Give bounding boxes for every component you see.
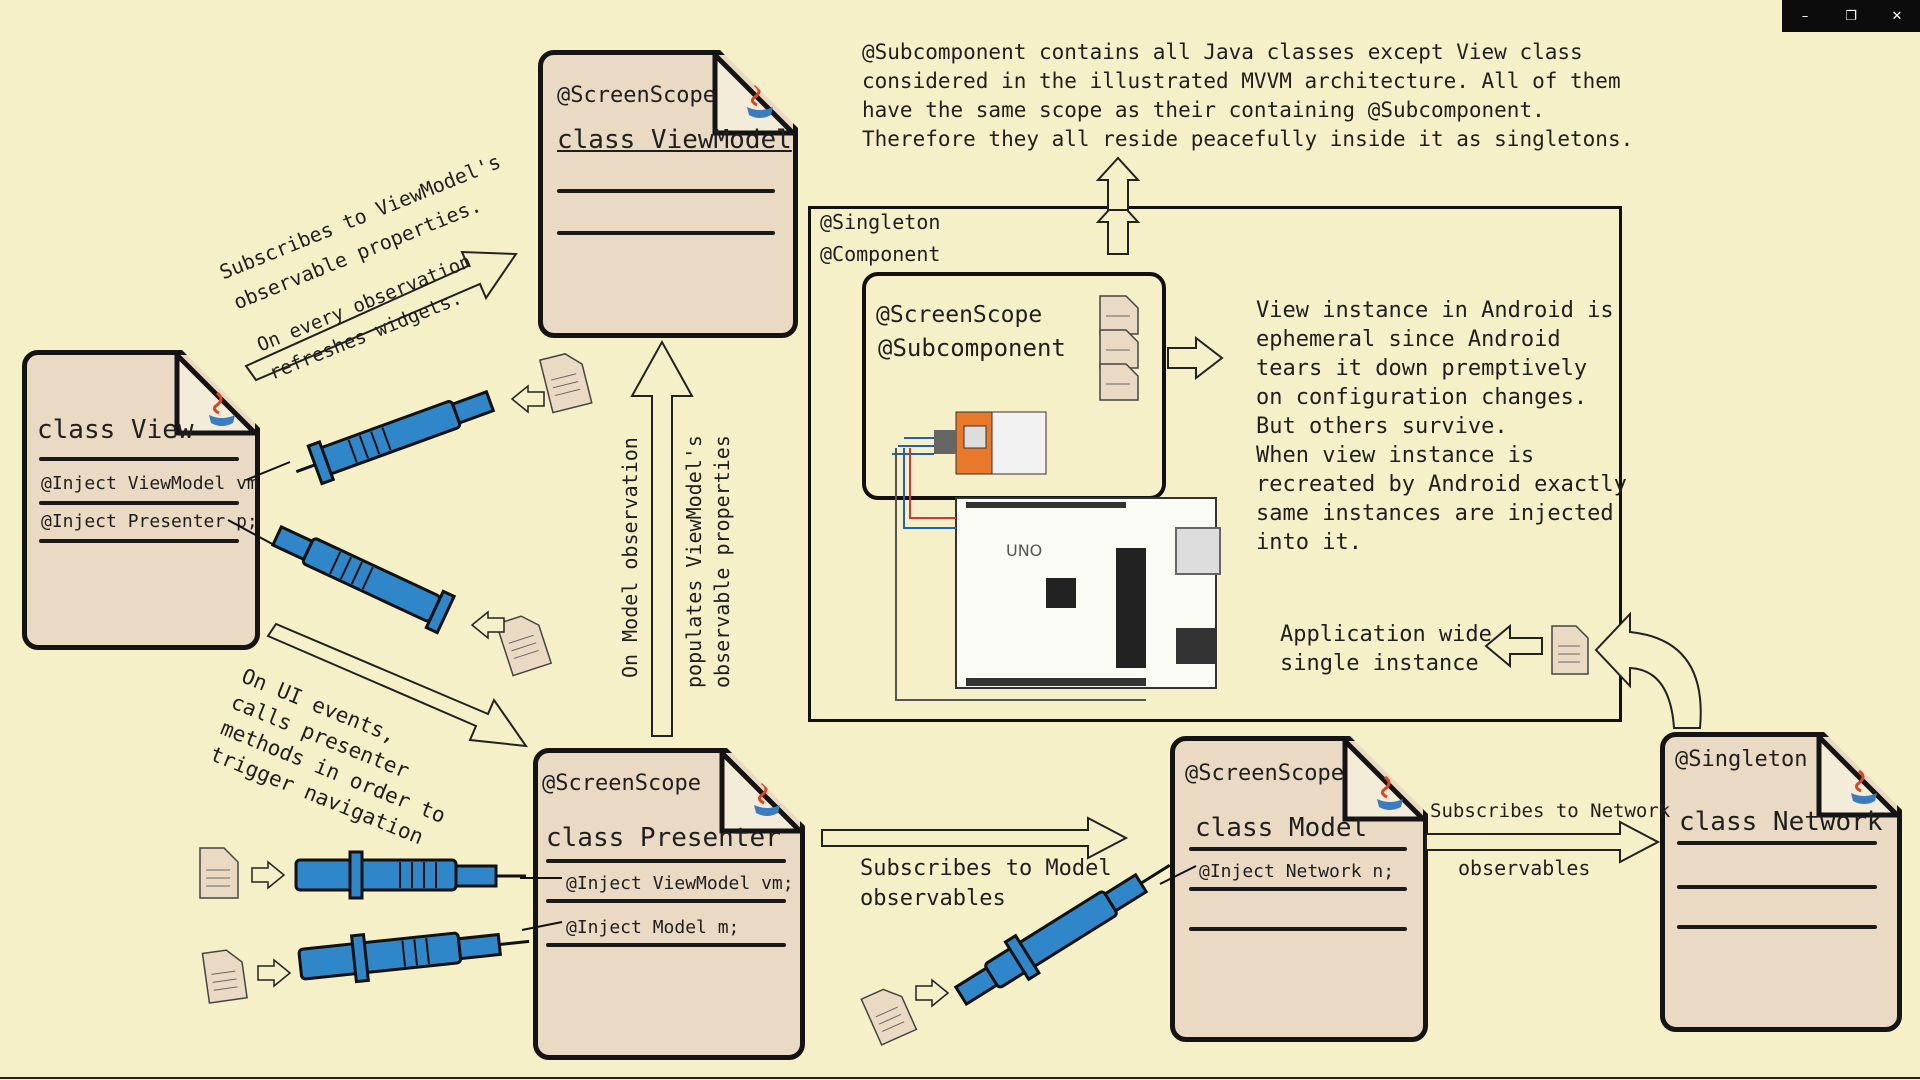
model-title: class Model: [1195, 813, 1368, 843]
minimize-button[interactable]: –: [1801, 8, 1809, 24]
document-icon: [495, 615, 553, 677]
module-icon: [892, 411, 1047, 475]
document-icon: [1551, 625, 1589, 675]
singleton-component-box: [808, 206, 1622, 722]
document-stack-icon: [1099, 295, 1139, 401]
page-fold-icon: [1345, 741, 1423, 819]
document-icon: [201, 949, 248, 1004]
presenter-scope: @ScreenScope: [542, 771, 701, 796]
arduino-board-icon: UNO: [895, 448, 1221, 701]
populates-label-1: populates ViewModel's: [682, 435, 706, 688]
viewmodel-card: @ScreenScope class ViewModel: [538, 50, 798, 338]
subcomponent-annotation: @Subcomponent: [878, 334, 1066, 362]
network-card: @Singleton class Network: [1660, 732, 1902, 1032]
subscribe-arrow-icon: [244, 250, 518, 382]
small-arrow-icon: [470, 610, 505, 640]
page-fold-icon: [722, 753, 800, 831]
populate-arrow-icon: [630, 339, 694, 737]
document-icon: [199, 847, 239, 899]
app-wide-note: Application wide single instance: [1280, 622, 1492, 676]
model-field-network: @Inject Network n;: [1199, 861, 1395, 882]
presenter-field-model: @Inject Model m;: [566, 917, 740, 938]
syringe-icon: [270, 524, 457, 635]
view-title: class View: [37, 415, 194, 445]
page-fold-icon: [177, 355, 255, 433]
subscribes-network-label-1: Subscribes to Network: [1430, 800, 1671, 822]
left-arrow-icon: [1484, 623, 1543, 669]
java-icon: [205, 389, 239, 429]
java-icon: [750, 779, 784, 819]
curved-arrow-icon: [1594, 611, 1702, 729]
view-field-vm: @Inject ViewModel vm;: [41, 473, 269, 494]
model-card: @ScreenScope class Model @Inject Network…: [1170, 736, 1428, 1042]
view-field-presenter: @Inject Presenter p;: [41, 511, 258, 532]
document-icon: [860, 988, 918, 1046]
view-instance-note: View instance in Android is ephemeral si…: [1256, 298, 1627, 555]
network-title: class Network: [1679, 807, 1883, 837]
network-arrow-icon: [1425, 820, 1661, 864]
small-arrow-icon: [257, 958, 292, 988]
java-icon: [1847, 767, 1881, 807]
component-annotation-component: @Component: [820, 242, 941, 266]
java-icon: [743, 81, 777, 121]
java-icon: [1373, 773, 1407, 813]
document-icon: [538, 353, 593, 414]
subcomponent-scope: @ScreenScope: [876, 302, 1043, 328]
subcomponent-note: @Subcomponent contains all Java classes …: [862, 40, 1634, 151]
syringe-icon: [953, 863, 1171, 1007]
presenter-card: @ScreenScope class Presenter @Inject Vie…: [533, 748, 805, 1060]
window-controls: – ❐ ✕: [1782, 0, 1920, 32]
viewmodel-title: class ViewModel: [557, 125, 792, 155]
page-fold-icon: [1819, 737, 1897, 815]
syringe-icon: [294, 850, 526, 900]
small-arrow-icon: [915, 978, 950, 1008]
model-observation-label: On Model observation: [618, 437, 642, 678]
populates-label-2: observable properties: [710, 435, 734, 688]
board-brand: UNO: [1006, 541, 1042, 560]
view-card: class View @Inject ViewModel vm; @Inject…: [22, 350, 260, 650]
restore-button[interactable]: ❐: [1845, 8, 1857, 24]
right-arrow-icon: [1167, 335, 1224, 381]
syringe-icon: [295, 389, 496, 486]
presenter-field-vm: @Inject ViewModel vm;: [566, 873, 794, 894]
component-annotation-singleton: @Singleton: [820, 210, 941, 234]
page-fold-icon: [715, 55, 793, 133]
model-arrow-icon: [821, 816, 1129, 860]
ui-events-arrow-icon: [266, 622, 529, 748]
small-arrow-icon: [510, 384, 545, 414]
viewmodel-scope: @ScreenScope: [557, 83, 716, 108]
presenter-title: class Presenter: [546, 823, 781, 853]
subscribes-model-label: Subscribes to Model observables: [860, 856, 1112, 911]
network-scope: @Singleton: [1675, 747, 1808, 772]
syringe-icon: [297, 931, 530, 984]
model-scope: @ScreenScope: [1185, 761, 1344, 786]
close-button[interactable]: ✕: [1891, 8, 1903, 24]
subscribes-network-label-2: observables: [1458, 856, 1591, 880]
small-arrow-icon: [251, 860, 286, 890]
up-arrow-icon: [1095, 156, 1141, 255]
